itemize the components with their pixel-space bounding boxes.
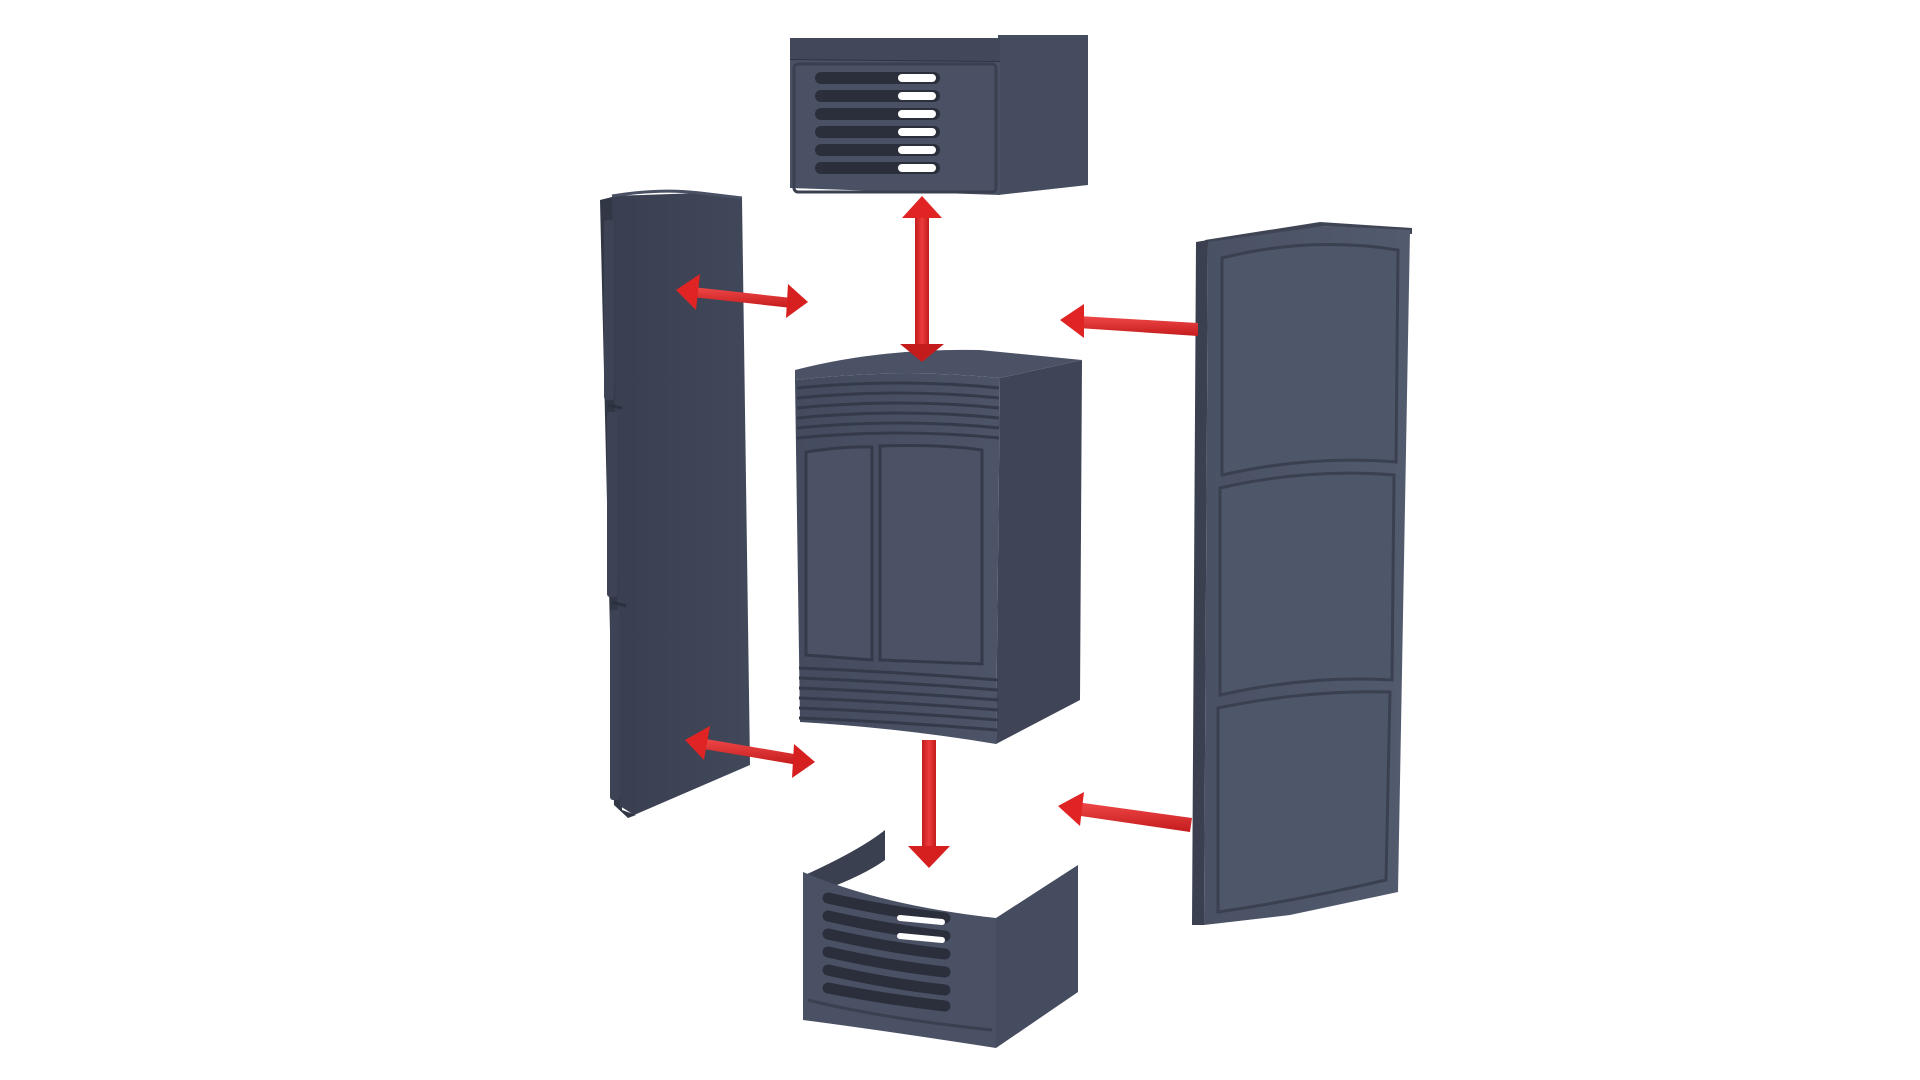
arrow-top-vertical xyxy=(900,196,944,362)
arrow-right-lower xyxy=(1058,792,1192,832)
left-side-panel xyxy=(600,189,750,818)
arrow-left-lower xyxy=(685,726,815,778)
top-vent-cover xyxy=(789,35,1088,195)
body-top-louvers xyxy=(796,381,1000,440)
arrow-right-upper xyxy=(1060,304,1198,338)
top-vent-slots xyxy=(815,72,940,174)
body-doors xyxy=(804,444,984,666)
arrow-left-upper xyxy=(676,274,808,318)
bottom-vent-slots xyxy=(822,892,951,1012)
body-bottom-louvers xyxy=(798,666,999,732)
movement-arrows xyxy=(676,196,1198,868)
arrow-bottom-vertical xyxy=(908,740,950,868)
bottom-vent-cover xyxy=(803,830,1078,1048)
right-side-panel xyxy=(1192,222,1412,925)
central-body xyxy=(795,349,1082,744)
